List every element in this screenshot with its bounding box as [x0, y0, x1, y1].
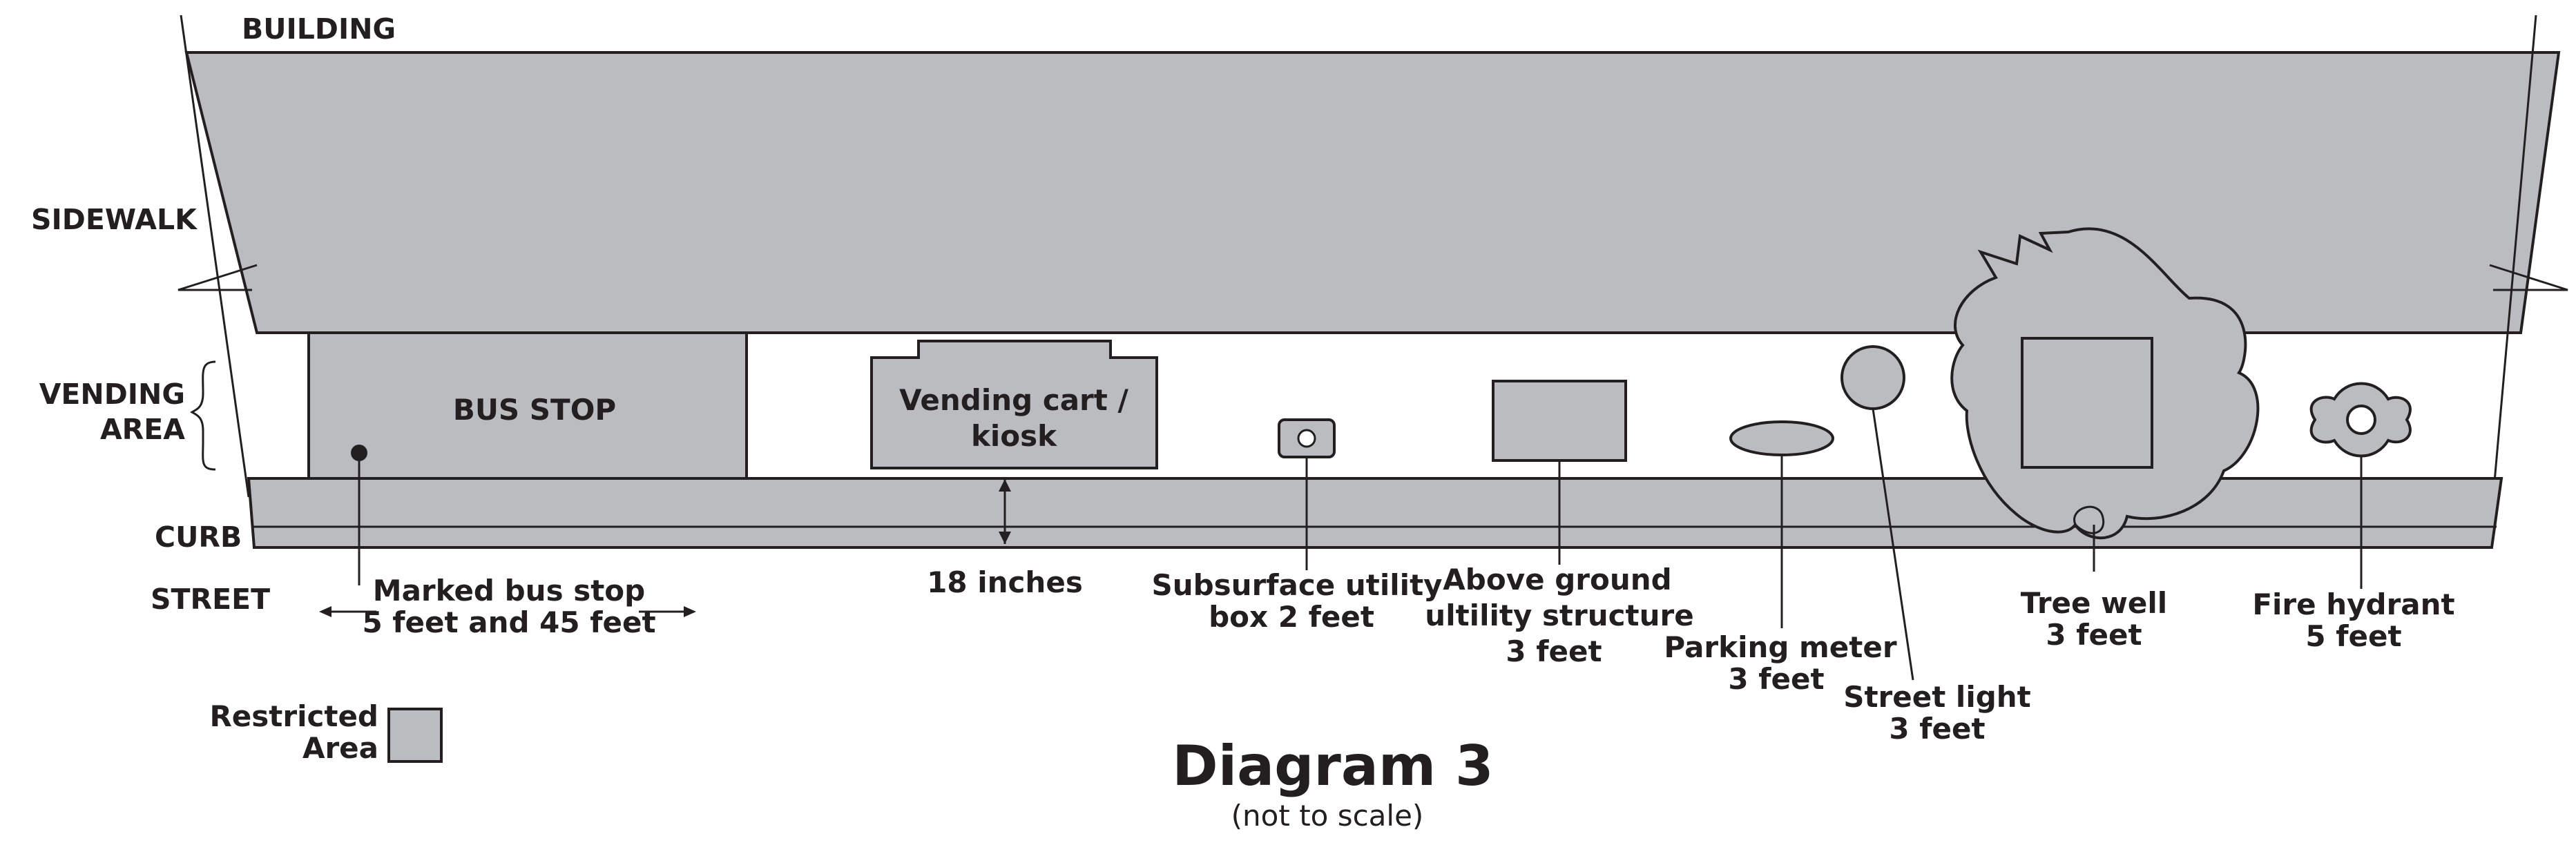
fire-hydrant-callout-line1: Fire hydrant	[2252, 587, 2454, 621]
tree-well	[2021, 337, 2153, 469]
bus-stop-right-arrow-head	[684, 606, 696, 617]
vending-cart-label-line2: kiosk	[971, 419, 1057, 453]
fire-hydrant-center	[2346, 405, 2376, 435]
subsurface-callout-line2: box 2 feet	[1209, 600, 1374, 634]
above-ground-callout-line2: ultility structure	[1425, 599, 1693, 632]
above-ground-utility-structure	[1492, 380, 1627, 462]
vending-area-label-line1: VENDING	[39, 378, 185, 411]
street-label: STREET	[151, 583, 270, 616]
parking-meter-callout-line1: Parking meter	[1664, 630, 1896, 664]
parking-meter-callout-line2: 3 feet	[1728, 662, 1824, 696]
diagram-subtitle: (not to scale)	[1231, 799, 1424, 833]
vending-cart-kiosk	[870, 340, 1158, 469]
sidewalk-area	[184, 51, 2561, 334]
bus-stop-label: BUS STOP	[453, 393, 616, 427]
tree-well-callout-line1: Tree well	[2021, 586, 2167, 620]
clearance-arrow-head-up	[999, 479, 1011, 492]
above-ground-callout-line1: Above ground	[1443, 563, 1671, 596]
diagram-title: Diagram 3	[1172, 734, 1493, 798]
clearance-callout: 18 inches	[927, 565, 1083, 599]
tree-well-callout-line2: 3 feet	[2046, 618, 2142, 652]
bus-stop-callout-line1: Marked bus stop	[373, 574, 645, 608]
sidewalk-label: SIDEWALK	[31, 203, 198, 236]
left-edge-line	[180, 14, 250, 498]
restricted-area-swatch	[387, 708, 443, 763]
street-light-callout-line2: 3 feet	[1889, 712, 1985, 746]
legend-label-line1: Restricted	[209, 699, 378, 733]
street-light	[1840, 345, 1905, 410]
curb-label: CURB	[155, 521, 242, 554]
street-light-leader	[1872, 408, 1914, 681]
tree-trunk-curl	[2073, 505, 2105, 534]
street-light-callout-line1: Street light	[1843, 680, 2031, 714]
right-edge-line	[2492, 14, 2537, 498]
bus-stop-area	[307, 331, 748, 480]
parking-meter	[1729, 420, 1834, 456]
clearance-arrow-head-down	[999, 532, 1011, 544]
legend-label-line2: Area	[302, 731, 378, 765]
curb-area	[247, 477, 2503, 549]
bus-stop-callout-line2: 5 feet and 45 feet	[362, 605, 655, 639]
above-ground-callout-line3: 3 feet	[1506, 634, 1602, 668]
bus-stop-left-arrow-head	[319, 606, 331, 617]
left-break-marker	[177, 264, 258, 291]
right-break-marker	[2489, 264, 2568, 291]
vending-cart-label-line1: Vending cart /	[899, 383, 1128, 417]
subsurface-callout-line1: Subsurface utility	[1151, 568, 1442, 602]
subsurface-utility-box-hole	[1297, 429, 1316, 448]
vending-area-label-line2: AREA	[100, 413, 185, 446]
building-label: BUILDING	[242, 12, 396, 46]
vending-area-brace	[189, 360, 216, 471]
fire-hydrant-callout-line2: 5 feet	[2305, 619, 2401, 653]
